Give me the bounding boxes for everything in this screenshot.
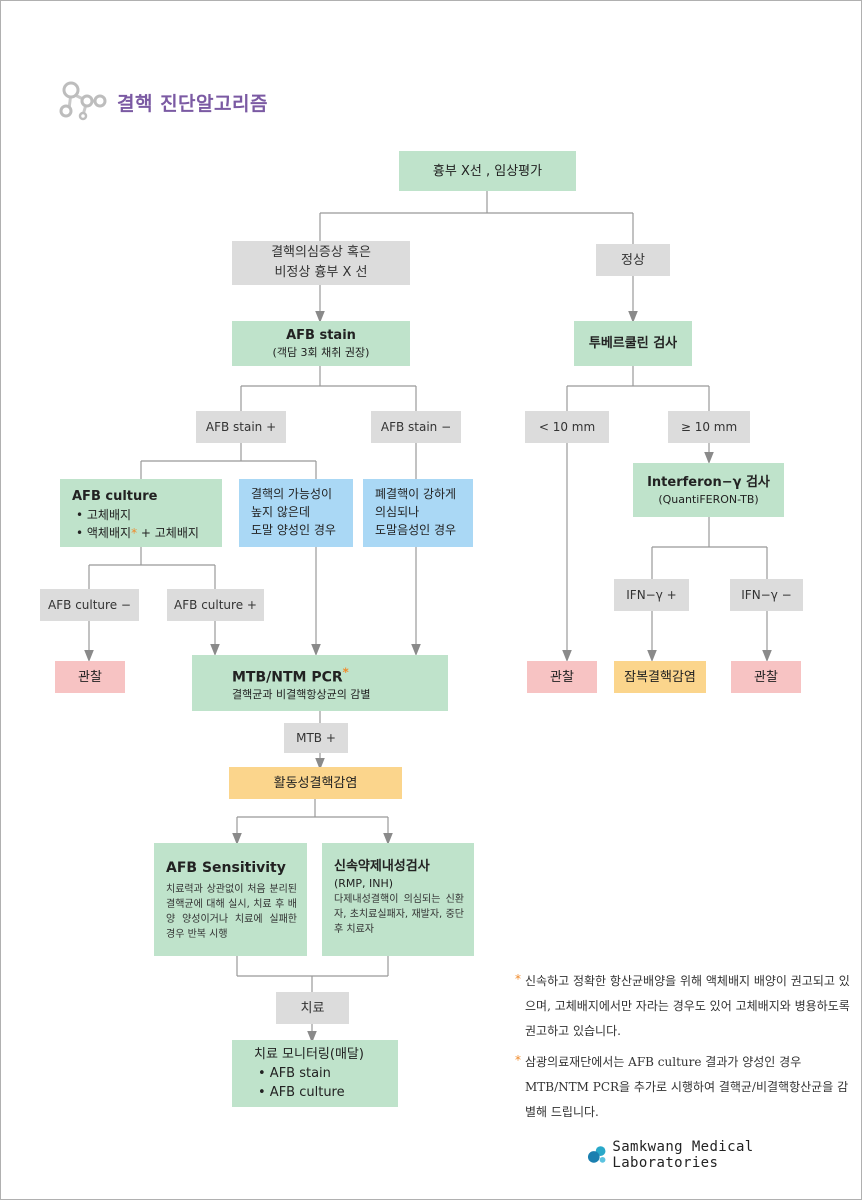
node-label: AFB stain + xyxy=(205,419,277,434)
monitor-item-culture: • AFB culture xyxy=(258,1085,345,1100)
afb-sensitivity-node: AFB Sensitivity 치료력과 상관없이 처음 분리된 결핵균에 대해… xyxy=(154,843,307,956)
node-subtitle: 결핵균과 비결핵항상균의 감별 xyxy=(232,688,371,702)
node-label: 잠복결핵감염 xyxy=(624,669,696,685)
observe-node-ifn-neg: 관찰 xyxy=(731,661,801,693)
afb-culture-negative-node: AFB culture − xyxy=(40,589,139,621)
node-label: AFB culture + xyxy=(174,597,257,612)
node-label: IFN−γ − xyxy=(741,587,792,602)
observe-node-lt10: 관찰 xyxy=(527,661,597,693)
node-label: 결핵의심증상 혹은 xyxy=(271,245,371,260)
node-title: AFB culture xyxy=(72,489,158,504)
node-body: 치료력과 상관없이 처음 분리된 결핵균에 대해 실시, 치료 후 배양 양성이… xyxy=(166,884,297,940)
normal-node: 정상 xyxy=(596,244,670,276)
culture-item-liquid: • 액체배지* + 고체배지 xyxy=(72,524,199,542)
node-title: MTB/NTM PCR* xyxy=(232,663,349,688)
node-title: AFB Sensitivity xyxy=(166,860,286,876)
smear-negative-high-suspicion-node: 폐결핵이 강하게 의심되나 도말음성인 경우 xyxy=(363,479,473,547)
tuberculin-test-node: 투베르쿨린 검사 xyxy=(574,321,692,366)
pcr-title-text: MTB/NTM PCR xyxy=(232,669,343,686)
ge-10mm-node: ≥ 10 mm xyxy=(668,411,750,443)
smear-positive-low-suspicion-node: 결핵의 가능성이 높지 않은데 도말 양성인 경우 xyxy=(239,479,353,547)
node-body: 다제내성결핵이 의심되는 신환자, 초치료실패자, 재발자, 중단 후 치료자 xyxy=(334,894,464,935)
treatment-monitoring-node: 치료 모니터링(매달) • AFB stain • AFB culture xyxy=(232,1040,398,1107)
footnote-star: * xyxy=(515,972,521,986)
smkl-logo-icon xyxy=(587,1146,606,1163)
node-title: AFB stain xyxy=(286,328,356,343)
node-label: AFB culture − xyxy=(48,597,131,612)
node-label: IFN−γ + xyxy=(626,587,677,602)
node-line: 높지 않은데 xyxy=(251,505,311,519)
ifn-negative-node: IFN−γ − xyxy=(730,579,803,611)
afb-stain-node: AFB stain (객담 3회 채취 권장) xyxy=(232,321,410,366)
node-subtitle: (객담 3회 채취 권장) xyxy=(272,346,370,359)
culture-item-solid: • 고체배지 xyxy=(76,508,132,522)
page-title: 결핵 진단알고리즘 xyxy=(117,93,268,115)
node-label: 관찰 xyxy=(550,669,574,685)
afb-stain-positive-node: AFB stain + xyxy=(196,411,286,443)
node-line: 도말 양성인 경우 xyxy=(251,523,336,537)
mtb-positive-node: MTB + xyxy=(284,723,348,753)
monitor-item-stain: • AFB stain xyxy=(258,1066,331,1081)
node-title: 치료 모니터링(매달) xyxy=(254,1047,364,1062)
node-line: 결핵의 가능성이 xyxy=(251,487,333,501)
node-label: 치료 xyxy=(300,1000,325,1016)
node-label: ≥ 10 mm xyxy=(680,419,738,434)
mtb-ntm-pcr-node: MTB/NTM PCR* 결핵균과 비결핵항상균의 감별 xyxy=(192,655,448,711)
interferon-gamma-node: Interferon−γ 검사 (QuantiFERON-TB) xyxy=(633,463,784,517)
observe-node-culture-neg: 관찰 xyxy=(55,661,125,693)
footnotes: * 신속하고 정확한 항산균배양을 위해 액체배지 배양이 권고되고 있으며, … xyxy=(515,969,855,1131)
chest-xray-clinical-node: 흉부 X선 , 임상평가 xyxy=(399,151,576,191)
node-subtitle: (RMP, INH) xyxy=(334,877,394,890)
node-subtitle: (QuantiFERON-TB) xyxy=(658,492,759,506)
node-label: 비정상 흉부 X 선 xyxy=(274,265,368,280)
node-label: MTB + xyxy=(296,730,336,745)
node-label: < 10 mm xyxy=(538,419,596,434)
footnote-star: * xyxy=(131,526,138,540)
node-label: 활동성결핵감염 xyxy=(273,775,358,791)
footnote-1: * 신속하고 정확한 항산균배양을 위해 액체배지 배양이 권고되고 있으며, … xyxy=(515,969,855,1044)
ifn-positive-node: IFN−γ + xyxy=(614,579,689,611)
node-label: 흉부 X선 , 임상평가 xyxy=(432,163,543,179)
footnote-star: * xyxy=(342,664,349,679)
node-line: 폐결핵이 강하게 xyxy=(375,487,457,501)
brand-footer: Samkwang Medical Laboratories xyxy=(587,1139,861,1171)
active-tb-node: 활동성결핵감염 xyxy=(229,767,402,799)
footnote-text: 삼광의료재단에서는 AFB culture 결과가 양성인 경우 MTB/NTM… xyxy=(525,1055,849,1119)
brand-name: Samkwang Medical Laboratories xyxy=(612,1139,754,1171)
suspect-symptom-node: 결핵의심증상 혹은 비정상 흉부 X 선 xyxy=(232,241,410,285)
rapid-resistance-test-node: 신속약제내성검사 (RMP, INH) 다제내성결핵이 의심되는 신환자, 초치… xyxy=(322,843,474,956)
footnote-text: 신속하고 정확한 항산균배양을 위해 액체배지 배양이 권고되고 있으며, 고체… xyxy=(525,974,850,1038)
afb-stain-negative-node: AFB stain − xyxy=(371,411,461,443)
culture-item-liquid-label: • 액체배지 xyxy=(76,526,132,540)
node-title: 신속약제내성검사 xyxy=(334,859,430,874)
footnote-2: * 삼광의료재단에서는 AFB culture 결과가 양성인 경우 MTB/N… xyxy=(515,1050,855,1125)
node-line: 도말음성인 경우 xyxy=(375,523,457,537)
latent-tb-node: 잠복결핵감염 xyxy=(614,661,706,693)
node-label: AFB stain − xyxy=(380,419,452,434)
node-title: Interferon−γ 검사 xyxy=(647,474,770,490)
lt-10mm-node: < 10 mm xyxy=(525,411,609,443)
node-label: 관찰 xyxy=(754,669,778,685)
node-line: 의심되나 xyxy=(375,505,420,519)
node-label: 관찰 xyxy=(78,669,102,685)
molecule-icon xyxy=(59,81,107,121)
treatment-node: 치료 xyxy=(276,992,349,1024)
afb-culture-positive-node: AFB culture + xyxy=(167,589,264,621)
node-title: 투베르쿨린 검사 xyxy=(588,336,678,351)
footnote-star: * xyxy=(515,1053,521,1067)
culture-item-liquid-rest: + 고체배지 xyxy=(137,526,199,540)
afb-culture-node: AFB culture • 고체배지 • 액체배지* + 고체배지 xyxy=(60,479,222,547)
node-label: 정상 xyxy=(621,252,645,268)
